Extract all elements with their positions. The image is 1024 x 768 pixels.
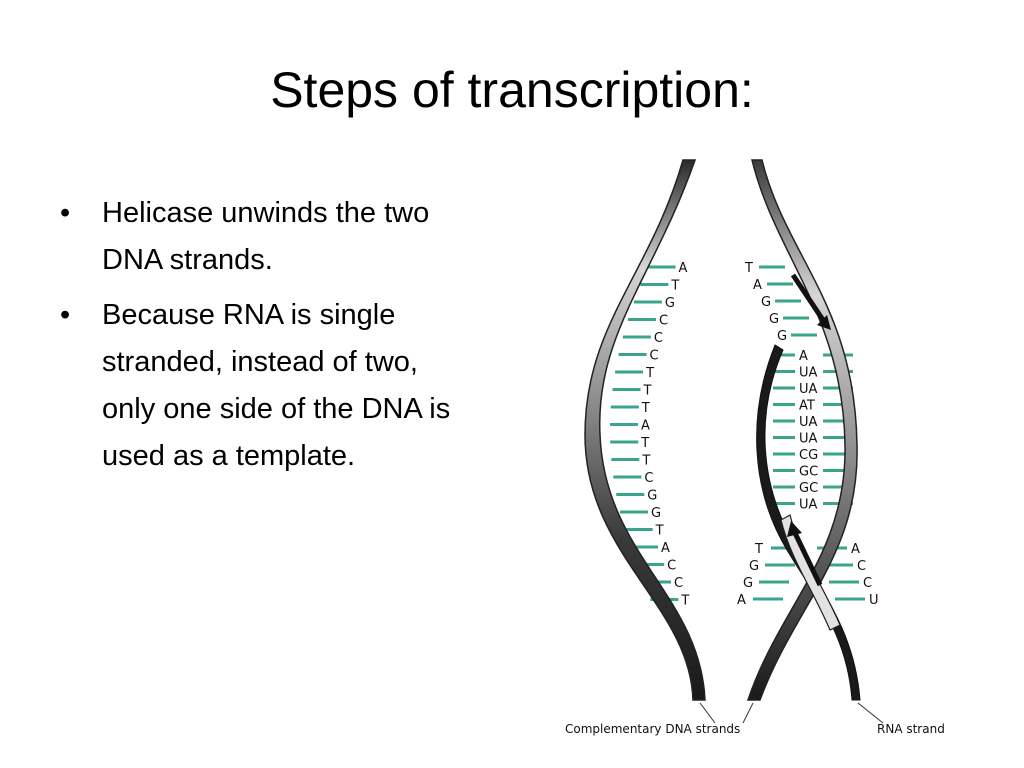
hybrid-pair-label-7: GC	[799, 465, 818, 480]
slide-title: Steps of transcription:	[270, 62, 754, 118]
bullet-dot: •	[60, 299, 71, 331]
caption-complementary-dna: Complementary DNA strands	[565, 722, 740, 736]
lower-rna-label-3: U	[869, 593, 879, 608]
hybrid-pair-label-3: AT	[799, 399, 815, 414]
bullet-dot: •	[60, 197, 71, 229]
hybrid-pair-label-4: UA	[799, 415, 818, 430]
right-top-base-label-1: A	[753, 278, 762, 293]
lower-rna-label-2: C	[863, 576, 872, 591]
base-labels: ATGCCCTTTATTCGGTACCTTAGGGAUAUAATUAUACGGC…	[640, 261, 878, 609]
lower-template-label-3: A	[737, 593, 746, 608]
left-base-label-9: A	[641, 419, 650, 434]
left-base-label-2: G	[665, 296, 675, 311]
left-base-label-11: T	[641, 454, 650, 469]
hybrid-pair-label-0: A	[799, 349, 808, 364]
left-base-label-4: C	[654, 331, 663, 346]
left-base-label-14: G	[651, 506, 661, 521]
bullet-item: • Helicase unwinds the two DNA strands.	[58, 190, 458, 284]
bullet-list: • Helicase unwinds the two DNA strands. …	[58, 190, 458, 488]
left-base-label-13: G	[647, 489, 657, 504]
lower-template-label-2: G	[743, 576, 753, 591]
hybrid-pair-label-2: UA	[799, 382, 818, 397]
right-top-base-label-2: G	[761, 295, 771, 310]
hybrid-pair-label-8: GC	[799, 481, 818, 496]
bullet-text: Because RNA is single stranded, instead …	[102, 299, 451, 472]
transcription-diagram: ATGCCCTTTATTCGGTACCTTAGGGAUAUAATUAUACGGC…	[565, 159, 945, 736]
lower-template-label-0: T	[754, 542, 763, 557]
left-base-label-5: C	[650, 349, 659, 364]
caption-pointer	[699, 702, 716, 724]
hybrid-pair-label-5: UA	[799, 432, 818, 447]
bullet-item: • Because RNA is single stranded, instea…	[58, 292, 458, 480]
hybrid-pair-label-6: CG	[799, 448, 818, 463]
right-top-base-label-0: T	[744, 261, 753, 276]
lower-rna-label-0: A	[851, 542, 860, 557]
left-base-label-7: T	[642, 384, 651, 399]
caption-pointer	[742, 702, 754, 724]
left-base-label-15: T	[655, 524, 664, 539]
left-base-label-17: C	[667, 559, 676, 574]
left-dna-strand	[584, 159, 706, 701]
rna-strand	[756, 344, 861, 701]
left-base-label-3: C	[659, 314, 668, 329]
left-base-label-1: T	[670, 279, 679, 294]
left-base-label-0: A	[679, 261, 688, 276]
hybrid-pair-label-9: UA	[799, 498, 818, 513]
caption-rna-strand: RNA strand	[877, 722, 945, 736]
lower-template-label-1: G	[749, 559, 759, 574]
left-base-label-12: C	[644, 471, 653, 486]
left-base-label-8: T	[641, 401, 650, 416]
arrow-up-icon	[787, 521, 823, 587]
lower-rna-label-1: C	[857, 559, 866, 574]
left-base-label-10: T	[640, 436, 649, 451]
right-top-base-label-3: G	[769, 312, 779, 327]
right-top-base-label-4: G	[777, 329, 787, 344]
hybrid-pair-label-1: UA	[799, 366, 818, 381]
left-base-label-6: T	[645, 366, 654, 381]
left-base-label-18: C	[674, 576, 683, 591]
bullet-text: Helicase unwinds the two DNA strands.	[102, 197, 430, 276]
left-base-label-16: A	[661, 541, 670, 556]
left-base-label-19: T	[680, 594, 689, 609]
caption-pointer	[857, 702, 884, 724]
right-dna-strand	[746, 159, 858, 701]
arrow-down-icon	[790, 273, 831, 330]
